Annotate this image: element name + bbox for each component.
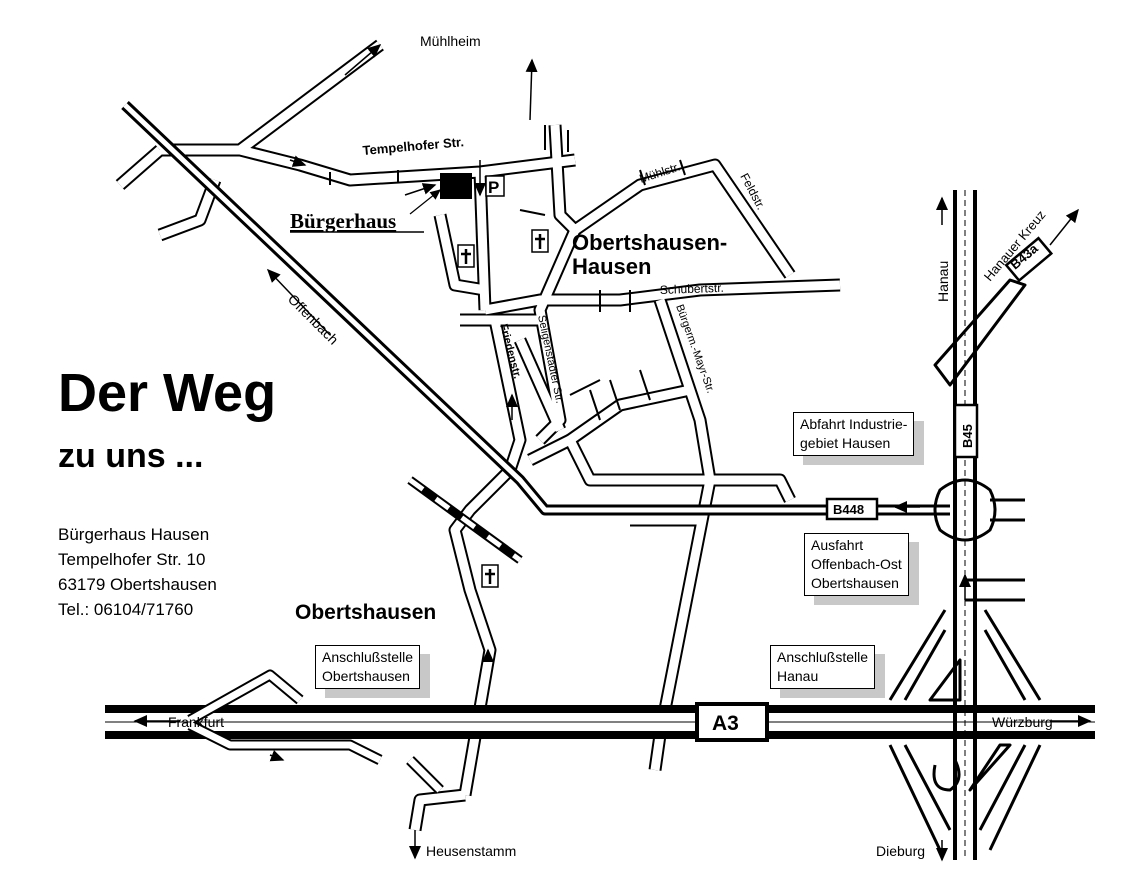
destination-dieburg: Dieburg bbox=[876, 843, 925, 859]
info-box-line: Hanau bbox=[777, 668, 819, 684]
address-city: 63179 Obertshausen bbox=[58, 575, 217, 594]
address-block: Bürgerhaus Hausen Tempelhofer Str. 10 63… bbox=[58, 522, 217, 622]
info-box-line: Abfahrt Industrie- bbox=[800, 416, 908, 432]
info-box-line: Anschlußstelle bbox=[322, 649, 414, 665]
info-box-line: Obertshausen bbox=[322, 668, 410, 684]
b45-shield-label: B45 bbox=[960, 424, 975, 448]
info-box-line: Ausfahrt bbox=[811, 537, 864, 553]
info-box-line: Anschlußstelle bbox=[777, 649, 869, 665]
city-streets-inner bbox=[117, 41, 841, 831]
destination-hanau: Hanau bbox=[935, 261, 951, 302]
railway bbox=[407, 476, 523, 564]
road-shields bbox=[695, 236, 1054, 742]
b45-road bbox=[953, 190, 977, 860]
a3-shield-label: A3 bbox=[712, 712, 739, 735]
info-box-ausfahrt-offenbach-ost: Ausfahrt Offenbach-Ost Obertshausen bbox=[804, 533, 909, 596]
address-phone: Tel.: 06104/71760 bbox=[58, 600, 194, 619]
cross-streets bbox=[329, 125, 686, 421]
info-box-line: Obertshausen bbox=[811, 575, 899, 591]
direction-arrows bbox=[133, 44, 1092, 862]
info-box-anschluss-hanau: Anschlußstelle Hanau bbox=[770, 645, 876, 689]
buergerhaus-building bbox=[440, 173, 472, 199]
a3-motorway bbox=[105, 705, 1095, 739]
b448-shield-label: B448 bbox=[833, 502, 864, 517]
address-name: Bürgerhaus Hausen bbox=[58, 525, 210, 544]
info-box-abfahrt-industriegebiet: Abfahrt Industrie- gebiet Hausen bbox=[793, 412, 915, 456]
offenbach-road bbox=[121, 101, 950, 516]
church-icon bbox=[457, 229, 549, 588]
place-buergerhaus: Bürgerhaus bbox=[290, 209, 396, 233]
info-box-anschluss-obertshausen: Anschlußstelle Obertshausen bbox=[315, 645, 421, 689]
place-obertshausen-hausen-line2: Hausen bbox=[572, 254, 651, 279]
parking-label: P bbox=[488, 178, 499, 197]
destination-heusenstamm: Heusenstamm bbox=[426, 843, 516, 859]
info-box-line: gebiet Hausen bbox=[800, 435, 891, 451]
place-obertshausen: Obertshausen bbox=[295, 601, 436, 624]
street-tempelhofer: Tempelhofer Str. bbox=[362, 134, 465, 158]
hanau-interchange bbox=[888, 609, 1042, 851]
street-schubertstr: Schubertstr. bbox=[660, 281, 724, 297]
destination-muehlheim: Mühlheim bbox=[420, 33, 481, 49]
page-title: Der Weg bbox=[58, 363, 277, 423]
destination-wuerzburg: Würzburg bbox=[992, 714, 1053, 730]
b43a-road bbox=[933, 278, 1027, 387]
address-street: Tempelhofer Str. 10 bbox=[58, 550, 206, 569]
destination-frankfurt: Frankfurt bbox=[168, 714, 224, 730]
place-obertshausen-hausen-line1: Obertshausen- bbox=[572, 230, 727, 255]
parking-sign bbox=[485, 175, 505, 197]
page-subtitle: zu uns ... bbox=[58, 437, 204, 475]
b448-junction bbox=[933, 478, 1025, 602]
info-box-line: Offenbach-Ost bbox=[811, 556, 902, 572]
